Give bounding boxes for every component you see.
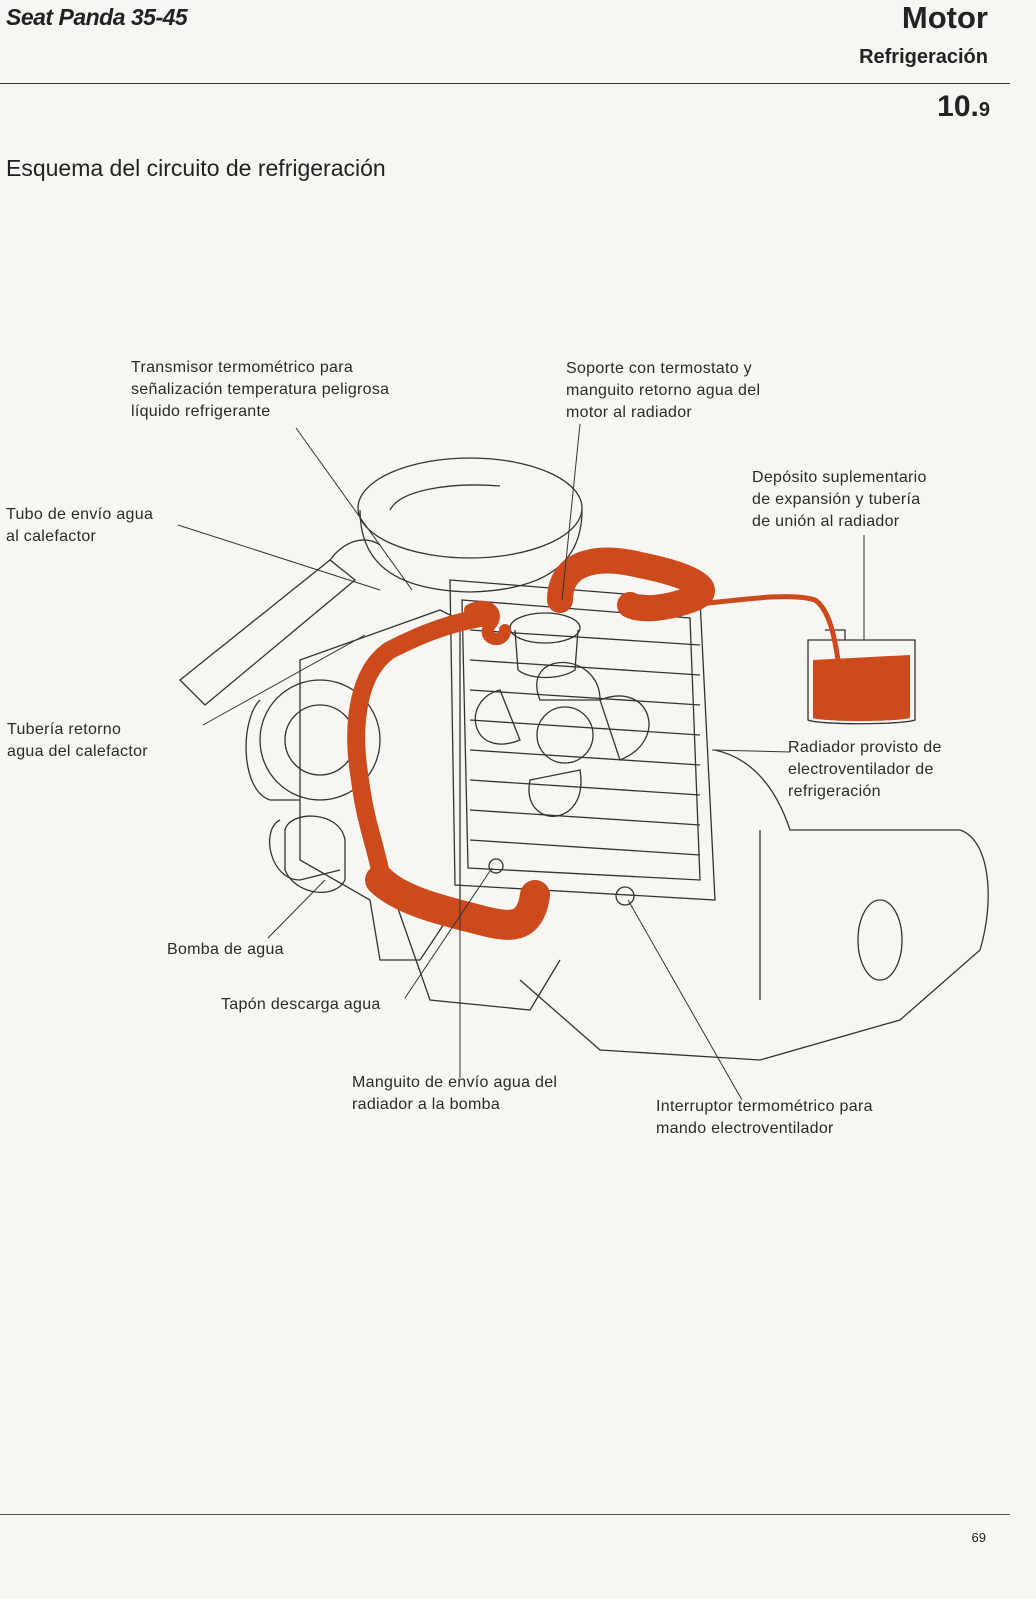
chapter-title: Motor — [901, 0, 988, 35]
leader-tapon — [404, 867, 493, 999]
engine-block — [299, 609, 461, 961]
leader-transmisor — [295, 427, 413, 591]
intake-snorkel — [179, 559, 357, 706]
expansion-tank-pipe — [687, 594, 841, 663]
water-pump-outline — [284, 815, 346, 893]
heater-feed-hose-loop — [464, 600, 511, 645]
leader-tubo-envio — [177, 524, 381, 591]
air-filter-body — [359, 509, 583, 593]
label-tuberia-retorno: Tubería retorno agua del calefactor — [7, 721, 148, 760]
expansion-tank-fluid — [813, 655, 910, 721]
pulley-outline — [259, 679, 381, 801]
air-filter-outline — [357, 457, 583, 559]
leader-bomba — [267, 879, 326, 939]
gearbox-outline — [519, 749, 989, 1061]
footer-rule — [0, 1514, 1010, 1515]
radiator-frame — [449, 579, 716, 901]
label-radiador: Radiador provisto de electroventilador d… — [788, 739, 942, 800]
section-number: 10.9 — [937, 90, 990, 123]
label-bomba: Bomba de agua — [167, 941, 284, 958]
book-title: Seat Panda 35-45 — [6, 4, 188, 30]
leader-radiador — [711, 749, 791, 753]
drain-plug-outline — [488, 858, 504, 874]
label-deposito: Depósito suplementario de expansión y tu… — [752, 469, 927, 530]
thermo-switch-outline — [615, 886, 635, 906]
expansion-tank-outline — [807, 639, 916, 725]
subchapter-title: Refrigeración — [859, 46, 988, 68]
heater-return-hose — [347, 609, 489, 879]
thermostat-housing — [509, 612, 581, 644]
fan-blade — [536, 661, 601, 701]
upper-radiator-hose — [547, 547, 715, 622]
leader-soporte — [561, 423, 581, 601]
lower-radiator-hose — [365, 865, 550, 940]
fan-hub — [536, 706, 594, 764]
page-number: 69 — [971, 1530, 986, 1545]
label-interruptor: Interruptor termométrico para mando elec… — [656, 1098, 873, 1137]
label-soporte: Soporte con termostato y manguito retorn… — [566, 360, 761, 421]
diagram-title: Esquema del circuito de refrigeración — [6, 155, 386, 181]
label-transmisor: Transmisor termométrico para señalizació… — [131, 359, 390, 420]
label-tubo-envio: Tubo de envío agua al calefactor — [6, 506, 154, 545]
header-rule — [0, 83, 1010, 84]
leader-tuberia-retorno — [202, 634, 366, 726]
label-tapon: Tapón descarga agua — [221, 996, 381, 1013]
leader-interruptor — [627, 899, 743, 1101]
label-manguito: Manguito de envío agua del radiador a la… — [352, 1074, 558, 1113]
